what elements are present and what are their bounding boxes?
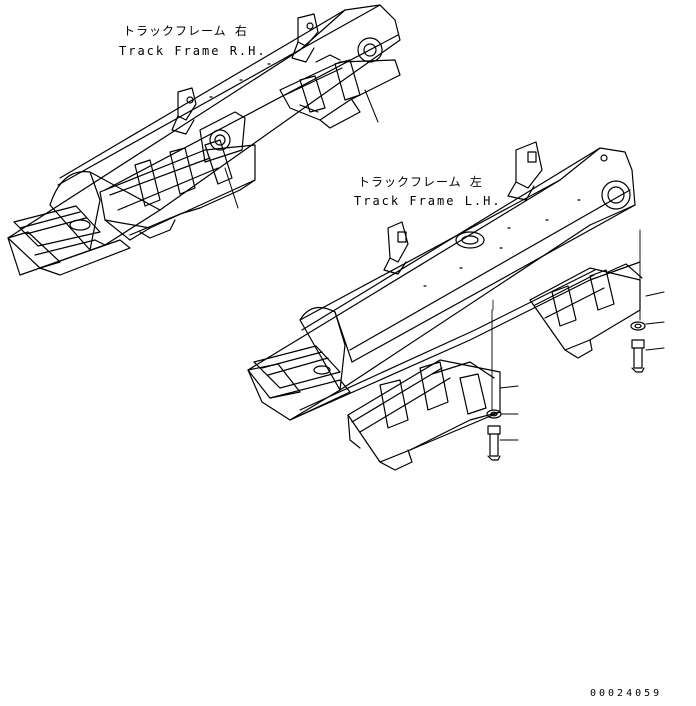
track-guard-rh-rear (279, 54, 401, 129)
bolt-front (487, 425, 501, 461)
rh-label-jp: トラックフレーム 右 (123, 24, 248, 38)
hardware-lh-rear (630, 229, 665, 373)
lh-label-en: Track Frame L.H. (354, 194, 502, 208)
rh-label-en: Track Frame R.H. (119, 44, 267, 58)
track-frame-lh (247, 141, 641, 421)
track-guard-lh-rear (529, 263, 643, 359)
track-frame-rh (7, 4, 401, 276)
lh-label-jp: トラックフレーム 左 (358, 175, 483, 189)
washer-rear (630, 321, 646, 331)
hardware-lh-front (486, 309, 519, 461)
bolt-rear (631, 339, 645, 373)
track-guard-rh-front (99, 111, 256, 241)
washer-front (486, 409, 502, 419)
track-guard-lh-front (347, 359, 501, 471)
drawing-number: 00024059 (590, 688, 663, 699)
